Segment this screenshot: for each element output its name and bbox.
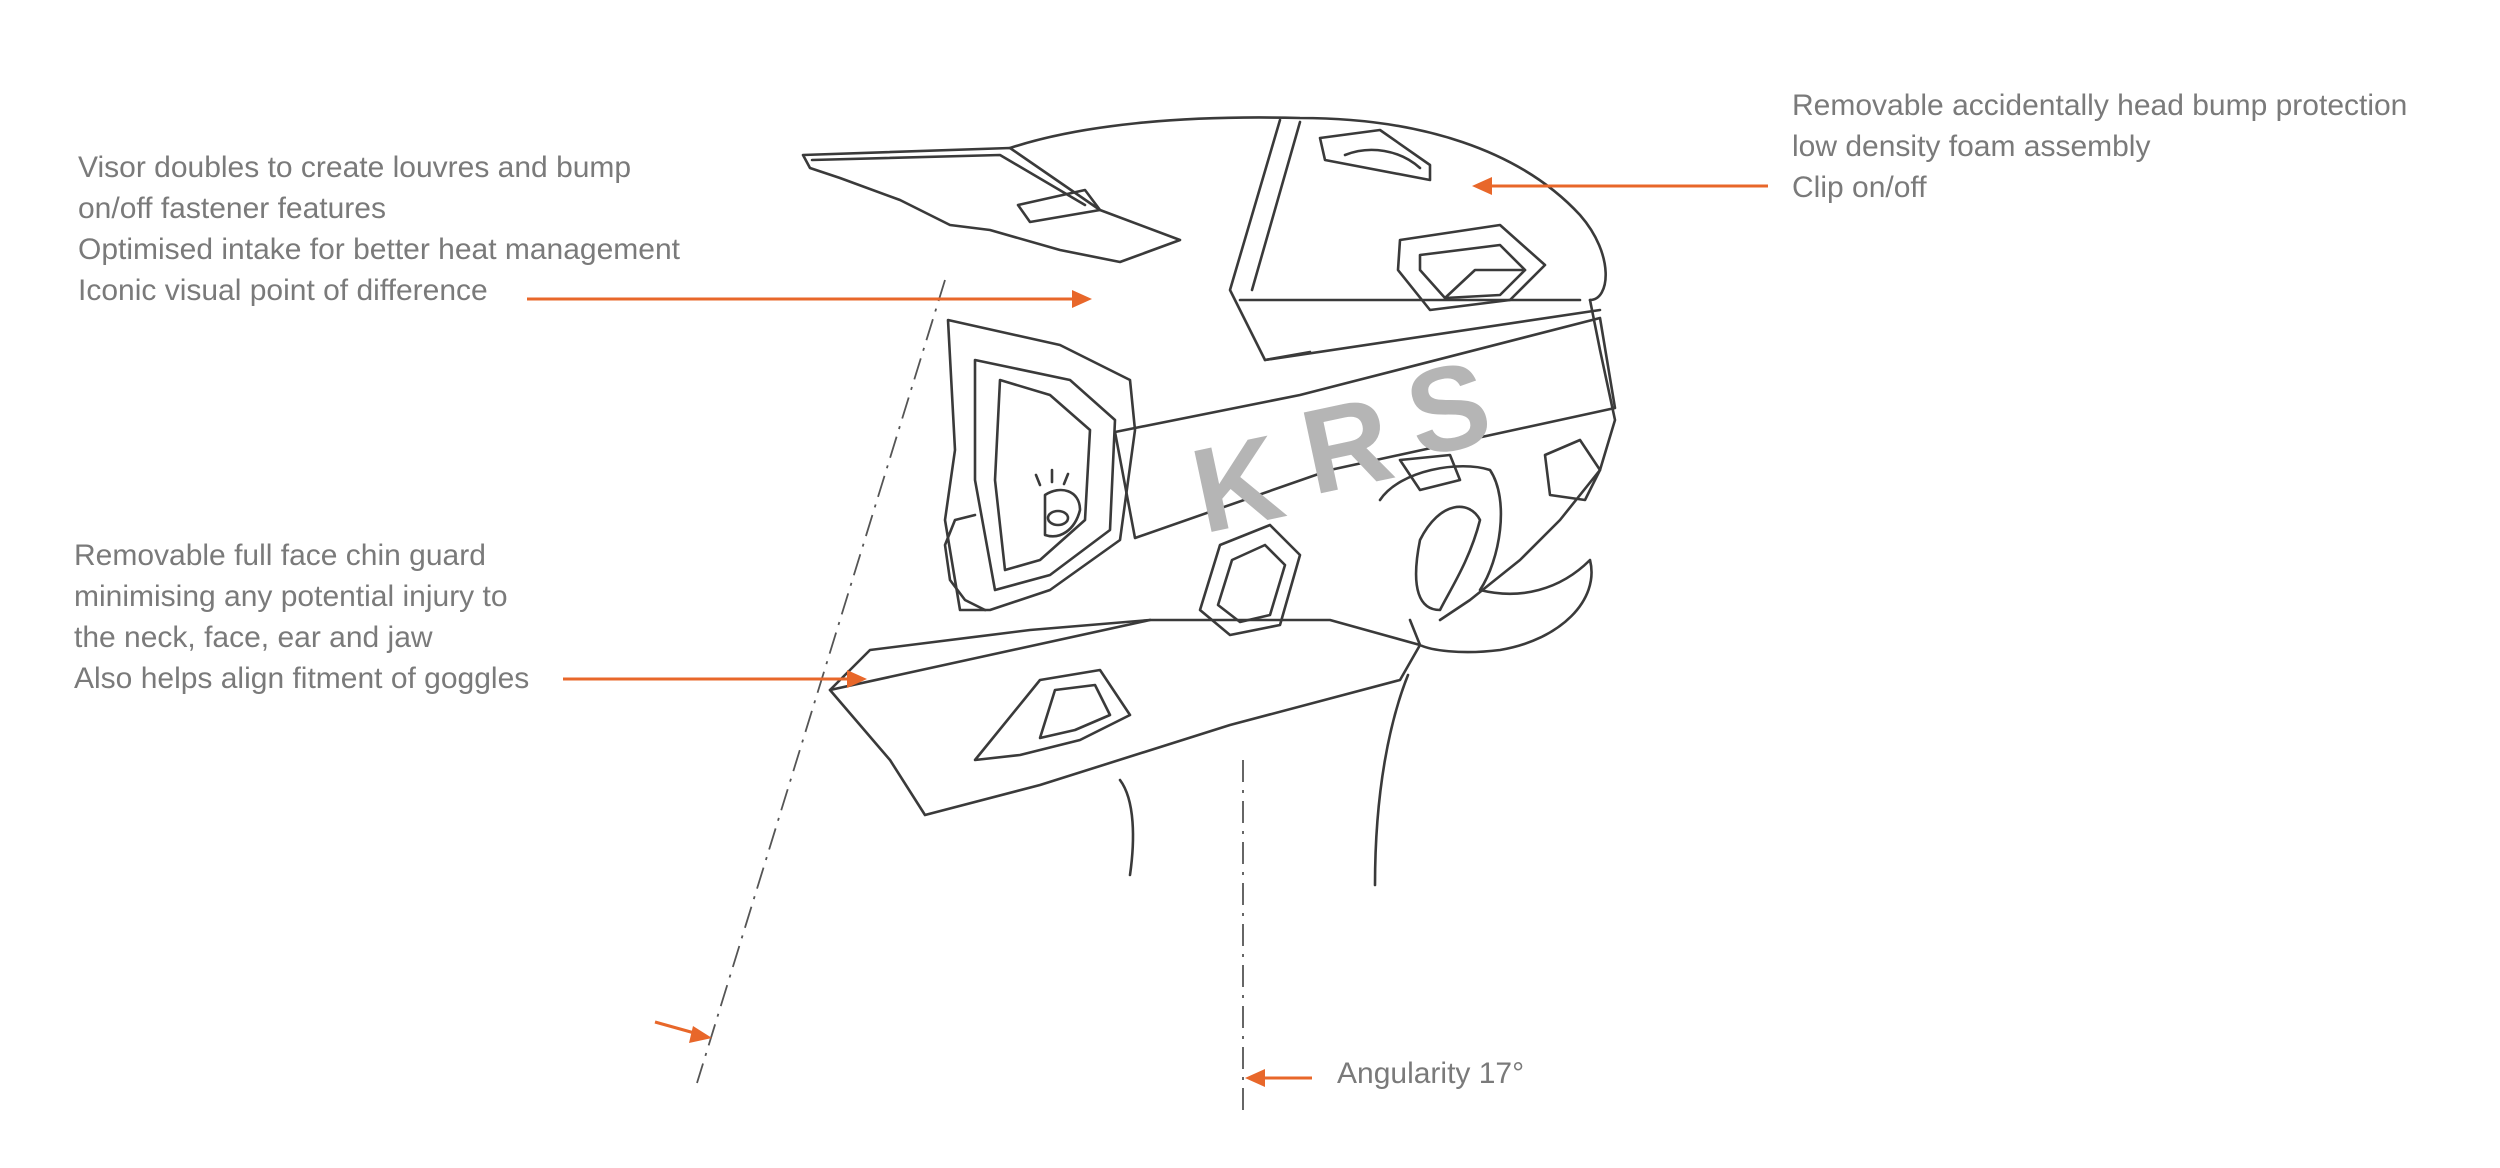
visor-peak-inner	[810, 153, 1087, 207]
angularity-label: Angularity 17°	[1337, 1053, 1524, 1094]
logo-letter-s: S	[1395, 335, 1501, 483]
cheek-vent	[1198, 523, 1302, 637]
visor-annotation: Visor doubles to create louvres and bump…	[78, 147, 680, 311]
bump-protection-annotation: Removable accidentally head bump protect…	[1792, 85, 2407, 208]
vertical-arrow	[1245, 1069, 1312, 1087]
goggle-band	[1113, 316, 1617, 540]
rear-vent	[1543, 438, 1602, 502]
helmet-outline	[801, 116, 1617, 887]
chin-guard-arrow	[563, 670, 867, 688]
bump-protection-arrow	[1472, 177, 1768, 195]
eye	[1043, 488, 1082, 538]
angle-reference-line	[696, 279, 946, 1084]
visor-vent	[1016, 188, 1102, 224]
neck-front	[1118, 778, 1135, 877]
chin-guard-annotation-line: Removable full face chin guard	[74, 539, 486, 572]
bump-protection-annotation-line: Removable accidentally head bump protect…	[1792, 89, 2408, 122]
visor-annotation-line: Optimised intake for better heat managem…	[78, 233, 680, 266]
logo-letter-r: R	[1291, 371, 1404, 520]
krs-logo: K R S	[1181, 335, 1501, 559]
shell-crest-inner	[1250, 120, 1302, 292]
shell-rear	[1438, 298, 1617, 622]
shell-top	[1008, 116, 1607, 302]
bump-protection-annotation-line: Clip on/off	[1792, 171, 1927, 204]
bump-protection-annotation-line: low density foam assembly	[1792, 130, 2151, 163]
chin-guard	[828, 618, 1422, 817]
lower-rear-shell	[1378, 464, 1593, 654]
chin-guard-annotation-line: Also helps align fitment of goggles	[74, 662, 530, 695]
logo-letter-k: K	[1181, 410, 1294, 559]
face-opening	[943, 318, 1137, 612]
visor-annotation-line: on/off fastener features	[78, 192, 386, 225]
chin-guard-annotation-line: the neck, face, ear and jaw	[74, 621, 433, 654]
visor-peak	[801, 146, 1182, 264]
top-vent	[1318, 128, 1432, 182]
chin-guard-annotation: Removable full face chin guard minimisin…	[74, 535, 529, 699]
chin-guard-annotation-line: minimising any potential injury to	[74, 580, 508, 613]
angularity-label-text: Angularity 17°	[1337, 1057, 1525, 1090]
shell-crest	[1228, 118, 1312, 362]
angle-arrow	[654, 1020, 712, 1043]
nose-profile	[943, 513, 987, 612]
visor-arrow	[527, 290, 1092, 308]
visor-annotation-line: Iconic visual point of difference	[78, 274, 488, 307]
neck-back	[1373, 673, 1410, 887]
visor-annotation-line: Visor doubles to create louvres and bump	[78, 151, 632, 184]
chin-vent	[973, 668, 1132, 762]
